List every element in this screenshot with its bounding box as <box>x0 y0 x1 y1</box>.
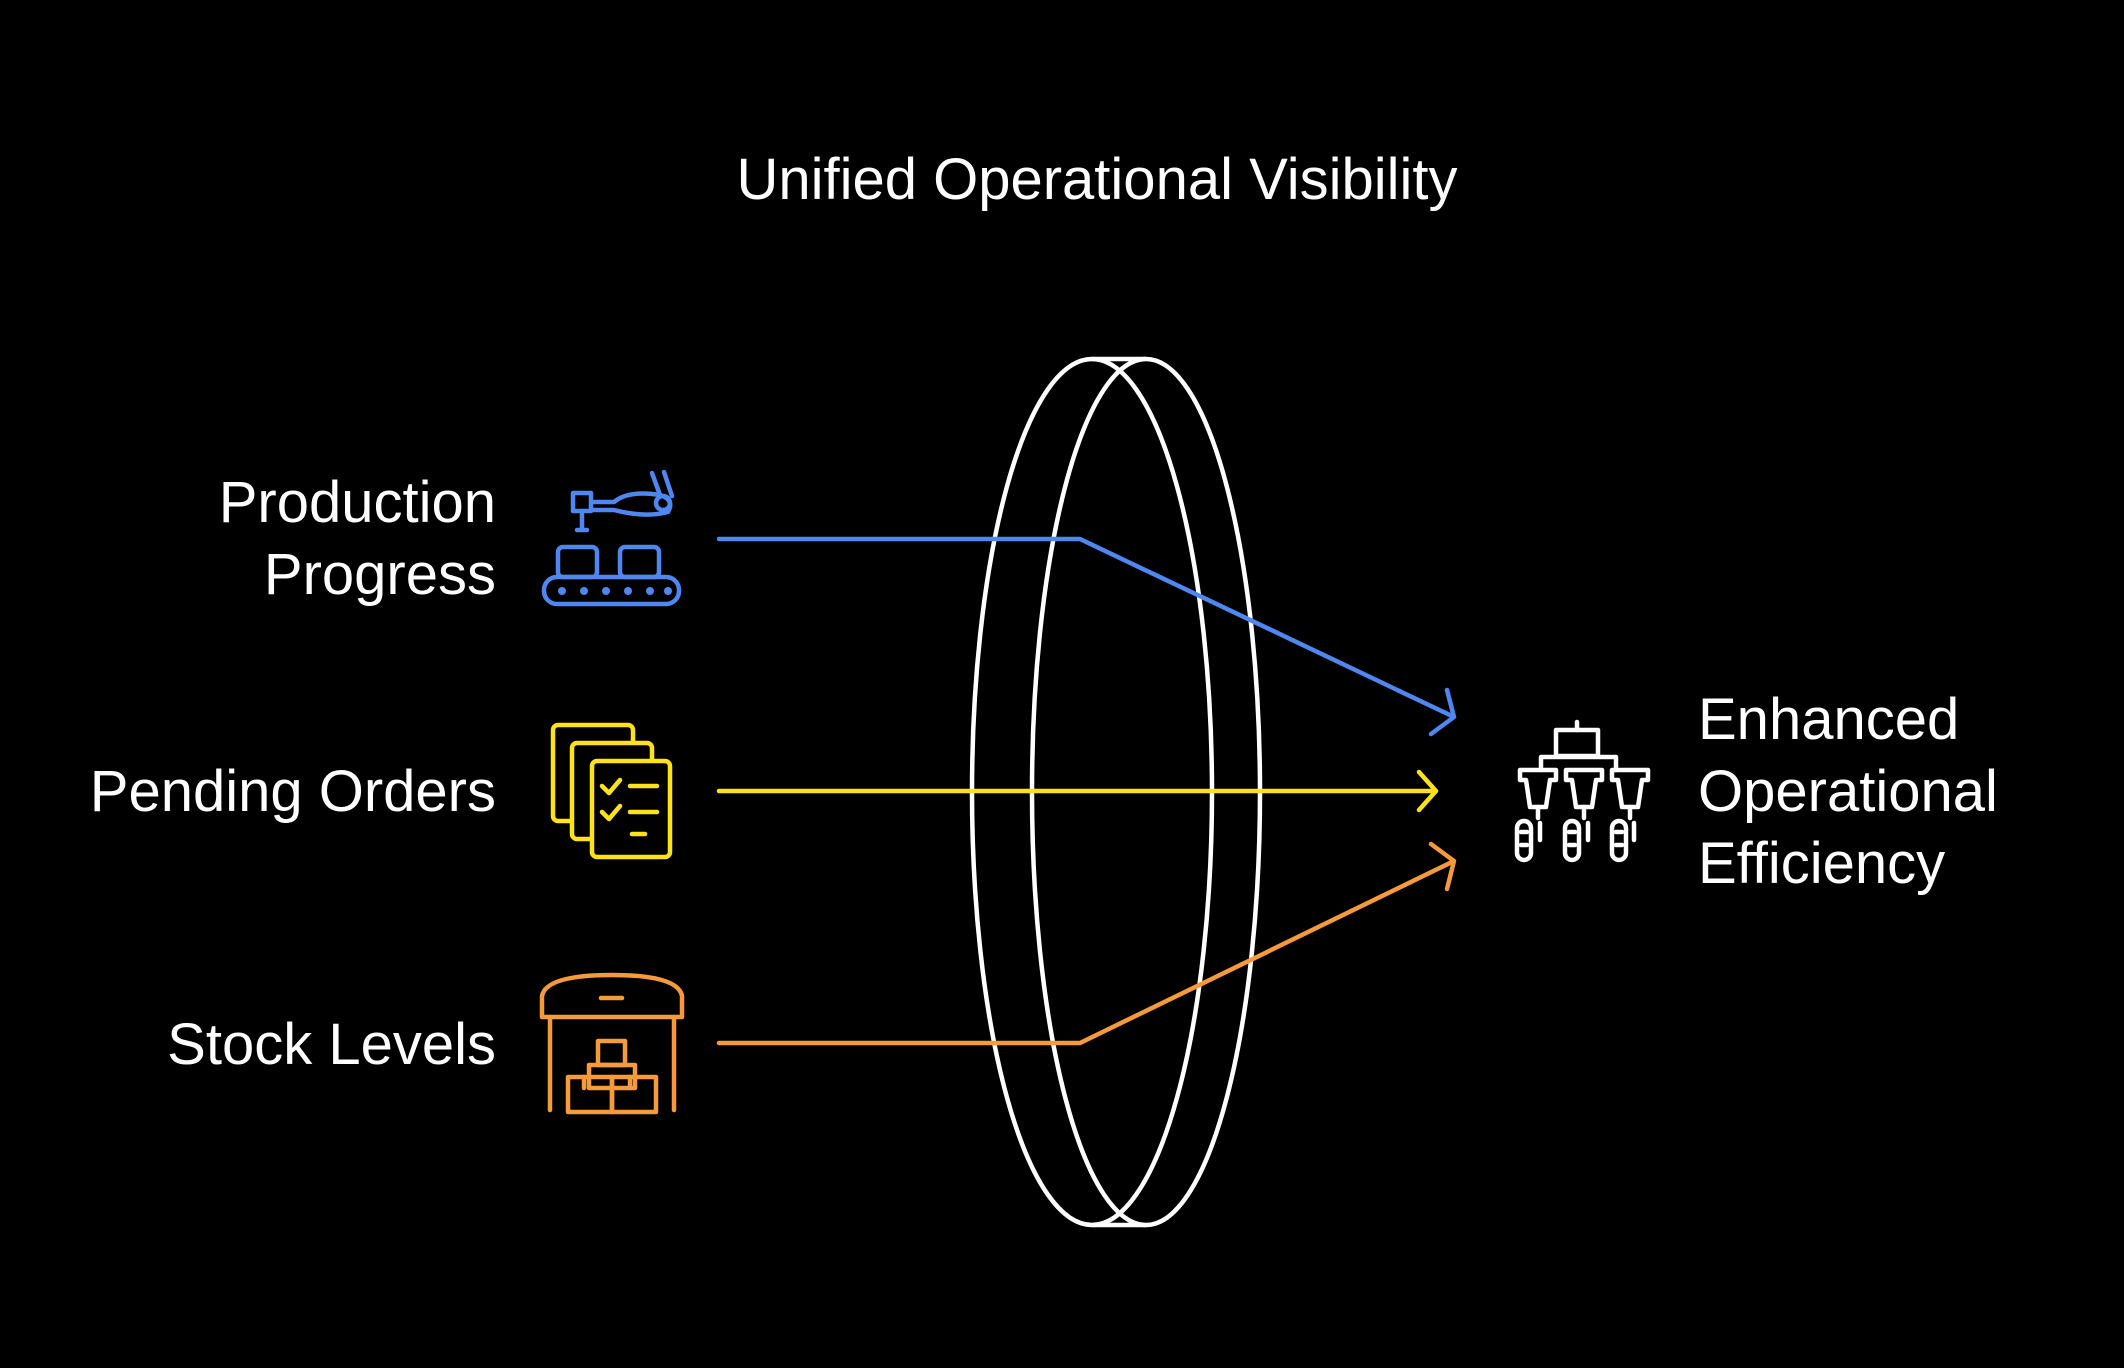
arrow-production <box>716 536 1457 737</box>
input-label-production-progress: Production Progress <box>218 470 496 607</box>
factory-machines-icon <box>1514 719 1651 863</box>
input-label-stock-levels: Stock Levels <box>167 1012 496 1077</box>
checklist-documents-icon <box>550 722 673 860</box>
conveyor-robot-arm-icon <box>541 469 682 607</box>
warehouse-boxes-icon <box>539 972 685 1115</box>
output-label: Enhanced Operational Efficiency <box>1698 687 1998 896</box>
input-label-pending-orders: Pending Orders <box>89 759 496 824</box>
arrow-stock-levels <box>716 841 1457 1046</box>
diagram-title: Unified Operational Visibility <box>736 147 1458 212</box>
arrow-pending-orders <box>716 769 1439 813</box>
